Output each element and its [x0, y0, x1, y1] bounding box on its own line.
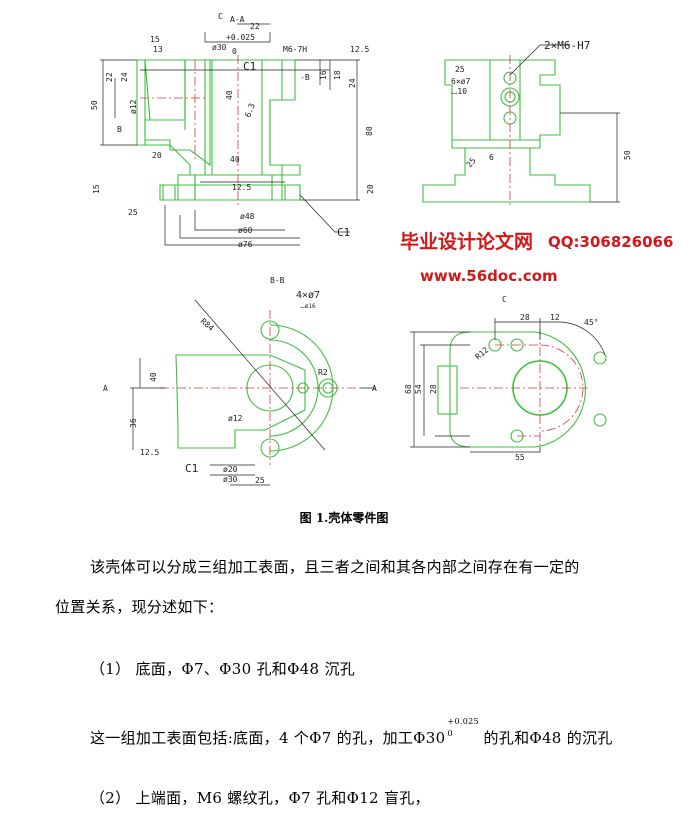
dim-label: ø60 — [238, 226, 253, 235]
dim-label: 28 — [429, 384, 438, 394]
dim-label: ø12 — [228, 414, 243, 423]
dim-label: ⌴10 — [451, 87, 467, 96]
dim-label: 25 — [255, 476, 265, 485]
figure-caption: 图 1.壳体零件图 — [299, 511, 389, 525]
watermark-qq: QQ:306826066 — [548, 233, 673, 251]
dim-label: 15 — [92, 184, 101, 194]
dim-label: ø20 — [223, 465, 238, 474]
paragraph-line: 位置关系，现分述如下： — [55, 598, 224, 616]
dim-label: 80 — [365, 126, 374, 136]
dim-label: 2×M6-H7 — [544, 39, 590, 52]
dim-label: 16 — [319, 70, 328, 80]
dim-label: 13 — [153, 45, 163, 54]
dim-label: R12 — [474, 345, 491, 361]
dim-label: 12 — [550, 313, 560, 322]
dim-label: ø30 — [212, 43, 227, 52]
dim-label: R2 — [318, 368, 328, 377]
section-view-aa: C A-A 15 13 22 ø30 +0.025 0 M6-7H 12.5 2… — [90, 12, 375, 249]
dim-label: 15 — [150, 35, 160, 44]
dim-label: 6.3 — [243, 102, 256, 119]
dim-label: ø48 — [240, 212, 255, 221]
tolerance-upper: +0.025 — [447, 717, 479, 726]
view-title-bb: B-B — [270, 276, 285, 285]
paragraph-line: 该壳体可以分成三组加工表面，且三者之间和其各内部之间存在有一定的 — [90, 558, 580, 576]
text: 这一组加工表面包括:底面，4 个Φ7 的孔，加工Φ30 — [90, 729, 446, 747]
dim-label: 18 — [333, 70, 342, 80]
dim-label: 6 — [489, 153, 494, 162]
dim-label: ø30 — [223, 475, 238, 484]
side-view: 2×M6-H7 25 6×ø7 ⌴10 50 6 25 — [422, 39, 632, 207]
section-view-bb: B-B 4×ø7 ⌴ø16 R84 40 36 12.5 ø12 ø20 ø30… — [103, 276, 377, 486]
dim-label: 4×ø7 — [296, 290, 320, 301]
dim-label: +0.025 — [226, 33, 255, 42]
dim-label: 20 — [366, 184, 375, 194]
view-title-c: C — [502, 295, 507, 304]
dim-label: 50 — [623, 150, 632, 160]
part-drawing: C A-A 15 13 22 ø30 +0.025 0 M6-7H 12.5 2… — [90, 12, 673, 486]
watermark-site-name: 毕业设计论文网 — [400, 230, 533, 253]
dim-label: 12.5 — [140, 448, 159, 457]
dim-label: ø76 — [238, 240, 253, 249]
dim-label: 45° — [584, 318, 598, 327]
view-title-aa: A-A — [230, 15, 245, 24]
dim-label: R84 — [199, 317, 216, 333]
dim-label: 50 — [90, 100, 99, 110]
dim-label: 40 — [225, 90, 234, 100]
dim-label: 25 — [128, 208, 138, 217]
dim-label: ø12 — [129, 99, 138, 114]
dim-label: 28 — [520, 313, 530, 322]
dim-label: 25 — [465, 156, 478, 169]
section-mark-a: A — [372, 384, 377, 393]
dim-label: 55 — [515, 453, 525, 462]
dim-label: 68 — [404, 384, 413, 394]
dim-label: 6×ø7 — [451, 77, 470, 86]
dim-label: C1 — [185, 462, 198, 475]
dim-label: 24 — [120, 72, 129, 82]
dim-label: 40 — [230, 155, 240, 164]
dim-label: 0 — [232, 47, 237, 56]
section-mark-a: A — [103, 384, 108, 393]
section-mark: C — [218, 12, 223, 21]
list-item-1: （1） 底面，Φ7、Φ30 孔和Φ48 沉孔 — [90, 660, 356, 678]
dim-label: 25 — [455, 65, 465, 74]
dim-label: 22 — [250, 22, 260, 31]
dim-label: 12.5 — [350, 45, 369, 54]
dim-label: 22 — [105, 72, 114, 82]
dim-label: B — [117, 125, 122, 134]
view-c: C 28 12 45° R12 68 54 28 55 — [404, 295, 607, 462]
dim-label: 12.5 — [232, 183, 251, 192]
text: 的孔和Φ48 的沉孔 — [483, 729, 613, 747]
dim-label: -B — [300, 73, 310, 82]
dim-label: M6-7H — [283, 45, 307, 54]
dim-label: 24 — [348, 78, 357, 88]
tolerance-lower: 0 — [447, 729, 453, 738]
dim-label: 36 — [129, 418, 138, 428]
dim-label: C1 — [337, 226, 350, 239]
dim-label: ⌴ø16 — [300, 303, 316, 310]
dim-label: 20 — [152, 151, 162, 160]
dim-label: 40 — [149, 372, 158, 382]
tolerance: +0.025 0 — [445, 717, 483, 741]
dim-label: C1 — [243, 60, 256, 73]
paragraph-line: 这一组加工表面包括:底面，4 个Φ7 的孔，加工Φ30+0.025 0 的孔和Φ48… — [90, 717, 613, 748]
list-item-2: （2） 上端面，M6 螺纹孔，Φ7 孔和Φ12 盲孔， — [90, 789, 430, 807]
dim-label: 54 — [414, 384, 423, 394]
watermark: 毕业设计论文网 QQ:306826066 www.56doc.com — [400, 230, 673, 285]
watermark-url: www.56doc.com — [420, 267, 558, 285]
